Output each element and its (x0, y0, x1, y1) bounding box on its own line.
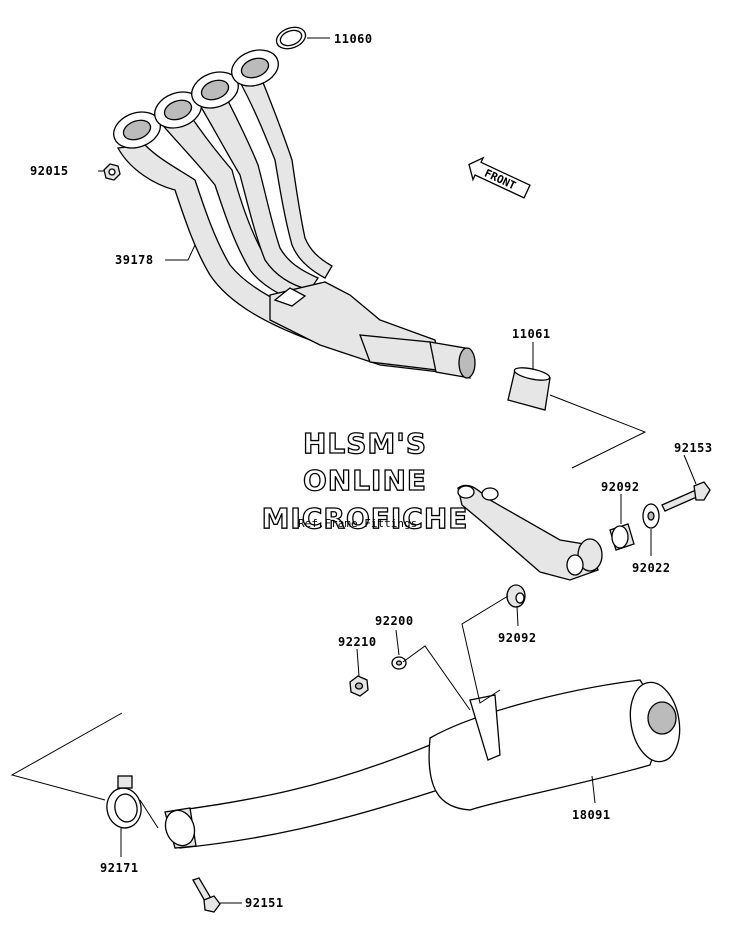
muffler-18091-illustration[interactable] (161, 678, 686, 849)
clamp-92171-illustration[interactable] (104, 775, 144, 831)
nut-92210-illustration[interactable] (349, 675, 369, 697)
part-label-92151[interactable]: 92151 (245, 896, 284, 910)
washer-92022-illustration[interactable] (642, 503, 660, 529)
washer-92200-illustration[interactable] (391, 656, 407, 670)
leader-lines (10, 37, 697, 904)
collar-92092-lower-illustration[interactable] (506, 584, 526, 608)
gasket-11061-illustration[interactable] (507, 365, 551, 411)
part-label-11060[interactable]: 11060 (334, 32, 373, 46)
nut-92015-illustration[interactable] (103, 163, 121, 181)
part-label-18091[interactable]: 18091 (572, 808, 611, 822)
watermark-line-3: MICROFICHE (262, 502, 469, 535)
front-arrow-label: FRONT (482, 167, 518, 193)
watermark: HLSM'S ONLINE MICROFICHE (261, 426, 469, 535)
part-label-92153[interactable]: 92153 (674, 441, 713, 455)
bolt-92153-illustration[interactable] (661, 481, 711, 512)
bolt-92151-illustration[interactable] (192, 877, 221, 913)
part-label-92210[interactable]: 92210 (338, 635, 377, 649)
watermark-line-2: ONLINE (303, 464, 427, 497)
exhaust-header-pipe-illustration[interactable] (109, 44, 476, 379)
part-label-92092-upper[interactable]: 92092 (601, 480, 640, 494)
gasket-11060-illustration[interactable] (273, 23, 308, 52)
collar-92092-upper-illustration[interactable] (609, 523, 635, 551)
front-direction-arrow: FRONT (468, 156, 531, 199)
reference-note: Ref.Frame Fittings (298, 517, 417, 530)
part-label-39178[interactable]: 39178 (115, 253, 154, 267)
part-label-11061[interactable]: 11061 (512, 327, 551, 341)
part-label-92200[interactable]: 92200 (375, 614, 414, 628)
part-label-92092-lower[interactable]: 92092 (498, 631, 537, 645)
part-label-92022[interactable]: 92022 (632, 561, 671, 575)
mounting-bracket-illustration[interactable] (457, 484, 603, 581)
part-label-92171[interactable]: 92171 (100, 861, 139, 875)
part-label-92015[interactable]: 92015 (30, 164, 69, 178)
watermark-line-1: HLSM'S (303, 427, 427, 460)
